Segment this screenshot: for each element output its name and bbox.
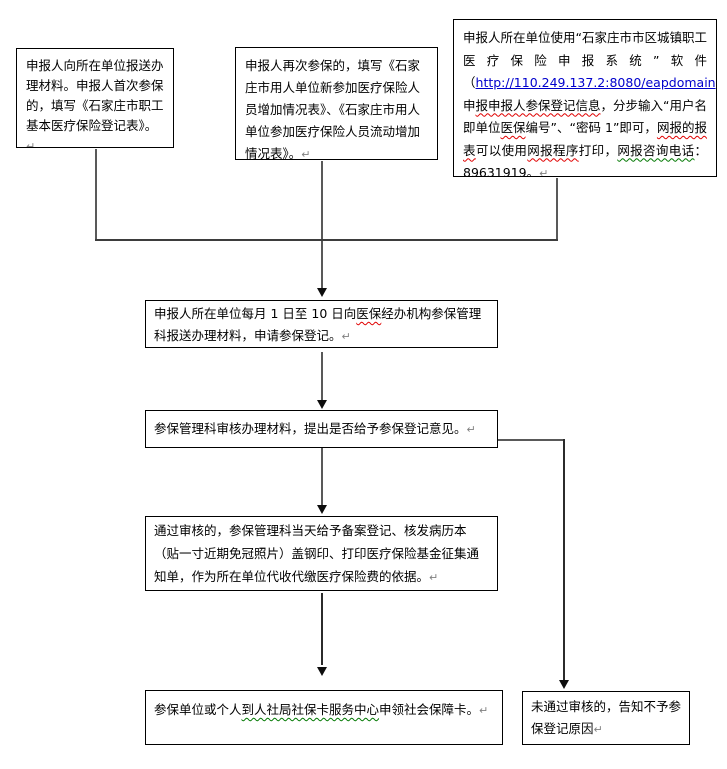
flow-box-text: 通过审核的，参保管理科当天给予备案登记、核发病历本（贴一寸近期免冠照片）盖钢印、…	[154, 519, 489, 589]
flow-box-text: 参保管理科审核办理材料，提出是否给予参保登记意见。↵	[154, 418, 489, 441]
flow-box-text: 申报人所在单位每月 1 日至 10 日向医保经办机构参保管理科报送办理材料，申请…	[154, 303, 489, 347]
flow-box-repeat-application: 申报人再次参保的，填写《石家庄市用人单位新参加医疗保险人员增加情况表》、《石家庄…	[235, 47, 438, 160]
text-segment: ，分步输入“用户名即单位	[463, 97, 708, 136]
connector-review-to-approved	[321, 448, 323, 506]
paragraph-return-mark: ↵	[466, 423, 476, 436]
flow-box-text: 未通过审核的，告知不予参保登记原因↵	[531, 696, 681, 741]
flow-box-approved-registration: 通过审核的，参保管理科当天给予备案登记、核发病历本（贴一寸近期免冠照片）盖钢印、…	[145, 516, 498, 591]
text-segment: 参保管理科审核办理材料，提出是否给予参保登记意见。	[154, 421, 467, 436]
flow-box-monthly-submission: 申报人所在单位每月 1 日至 10 日向医保经办机构参保管理科报送办理材料，申请…	[145, 300, 498, 348]
arrow-down-icon	[317, 288, 327, 297]
text-segment: 申报人所在单位每月 1 日至 10 日向	[154, 306, 357, 321]
flow-box-text: 申报人所在单位使用“石家庄市市区城镇职工医疗保险申报系统”软件（http://1…	[463, 27, 716, 177]
flow-box-social-security-card: 参保单位或个人到人社局社保卡服务中心申领社会保障卡。↵	[145, 690, 503, 745]
flow-box-rejected-notice: 未通过审核的，告知不予参保登记原因↵	[522, 691, 690, 745]
text-segment: 网报的报表	[463, 120, 707, 158]
paragraph-return-mark: ↵	[479, 704, 489, 717]
text-segment: 报申报人参保登记信息	[475, 97, 601, 113]
arrow-down-icon	[317, 400, 327, 409]
flow-box-text: 申报人向所在单位报送办理材料。申报人首次参保的，填写《石家庄市职工基本医疗保险登…	[26, 56, 164, 148]
text-segment: 到人社局社保卡服务中心	[241, 702, 380, 717]
flow-box-review-opinion: 参保管理科审核办理材料，提出是否给予参保登记意见。↵	[145, 410, 498, 448]
paragraph-return-mark: ↵	[539, 167, 549, 177]
text-segment: 网报程序	[527, 142, 579, 158]
arrow-down-icon	[317, 667, 327, 676]
text-segment: 可以使用	[475, 142, 528, 158]
connector-approved-to-card	[321, 593, 323, 665]
connector-review-branch-vertical	[563, 439, 565, 680]
text-segment: 经办机构参保管理科报送办理材料，申请参保登记。	[154, 306, 482, 343]
text-segment: 未通过审核的，告知不予参保登记原因	[531, 699, 682, 736]
text-segment: 通过审核的，参保管理科当天给予备案登记、核发病历本（贴一寸近期免冠照片）盖钢印、…	[154, 523, 480, 584]
paragraph-return-mark: ↵	[301, 148, 311, 160]
text-segment: 申报人向所在单位报送办理材料。申报人首次参保的，填写《石家庄市职工基本医疗保险登…	[26, 58, 164, 133]
connector-from-first-time-box	[95, 149, 97, 240]
text-segment: 申报人再次参保的，填写《石家庄市用人单位新参加医疗保险人员增加情况表》、《石家庄…	[245, 58, 421, 160]
url-link[interactable]: http://110.249.137.2:8080/eapdomain	[475, 75, 716, 90]
text-segment: ：89631919。	[463, 142, 707, 177]
paragraph-return-mark: ↵	[341, 330, 351, 343]
connector-join-horizontal	[95, 239, 558, 241]
text-segment: 医保	[500, 120, 526, 135]
flow-box-online-declaration-system: 申报人所在单位使用“石家庄市市区城镇职工医疗保险申报系统”软件（http://1…	[453, 19, 717, 177]
text-segment: 医保	[356, 306, 382, 321]
arrow-down-icon	[317, 505, 327, 514]
paragraph-return-mark: ↵	[429, 571, 439, 584]
connector-from-repeat-box	[321, 161, 323, 289]
paragraph-return-mark: ↵	[593, 723, 603, 736]
text-segment: ）申	[463, 75, 716, 113]
paragraph-return-mark: ↵	[26, 140, 36, 148]
flow-box-first-time-application: 申报人向所在单位报送办理材料。申报人首次参保的，填写《石家庄市职工基本医疗保险登…	[16, 48, 174, 148]
text-segment: 编号”、“密码 1”即可，	[525, 120, 657, 135]
flow-box-text: 参保单位或个人到人社局社保卡服务中心申领社会保障卡。↵	[154, 699, 494, 722]
flow-box-text: 申报人再次参保的，填写《石家庄市用人单位新参加医疗保险人员增加情况表》、《石家庄…	[245, 55, 428, 160]
arrow-down-icon	[559, 680, 569, 689]
connector-review-branch-horizontal	[498, 439, 565, 441]
connector-monthly-to-review	[321, 352, 323, 400]
connector-from-online-box	[556, 178, 558, 241]
text-segment: 申领社会保障卡。	[379, 702, 480, 717]
text-segment: 打印，	[578, 142, 618, 158]
text-segment: 申报人所在单位使用“石家庄市市区城镇职工医疗保险申报系统”软件（	[463, 30, 707, 90]
text-segment: 网报咨询电话	[617, 142, 695, 158]
text-segment: 参保单位或个人	[154, 702, 242, 717]
